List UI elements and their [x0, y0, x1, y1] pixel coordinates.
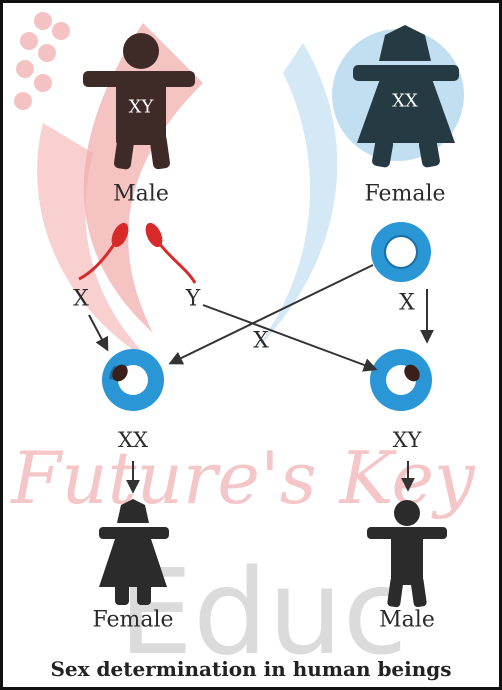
zygote-left [102, 349, 164, 411]
sperm-x-label: X [73, 286, 89, 312]
female-chromosome-label: XX [392, 90, 418, 112]
male-chromosome-label: XY [128, 96, 154, 118]
zygote-right-label: XY [392, 428, 422, 452]
female-parent-label: Female [364, 181, 446, 207]
egg-cell [371, 222, 431, 282]
offspring-left-label: Female [92, 607, 174, 633]
male-parent-label: Male [113, 181, 169, 207]
diagram-graphics [78, 25, 459, 608]
offspring-male-figure [367, 500, 447, 608]
watermark-beads [14, 12, 70, 110]
watermark-red-swoosh [83, 23, 203, 333]
diagram-caption: Sex determination in human beings [50, 657, 452, 681]
egg-x-label-right: X [399, 290, 415, 316]
arrow-egg-to-left-zygote [168, 264, 374, 365]
arrow-sperm-x-to-left-zygote [88, 314, 109, 352]
offspring-right-label: Male [379, 607, 435, 633]
sperm-y-cell [145, 222, 197, 284]
offspring-female-figure [99, 499, 169, 605]
male-parent-figure [83, 33, 195, 170]
watermark-bottom-text: Educ [118, 543, 407, 681]
watermark-blue-swoosh [253, 43, 338, 353]
egg-x-label-left: X [253, 328, 269, 354]
female-parent-figure [353, 25, 459, 168]
zygote-left-label: XX [118, 428, 148, 452]
arrow-sperm-y-to-right-zygote [202, 304, 378, 372]
sperm-y-label: Y [185, 286, 201, 312]
zygote-right [370, 349, 432, 411]
watermark-red-leaf [37, 123, 153, 363]
sperm-x-cell [78, 222, 129, 281]
